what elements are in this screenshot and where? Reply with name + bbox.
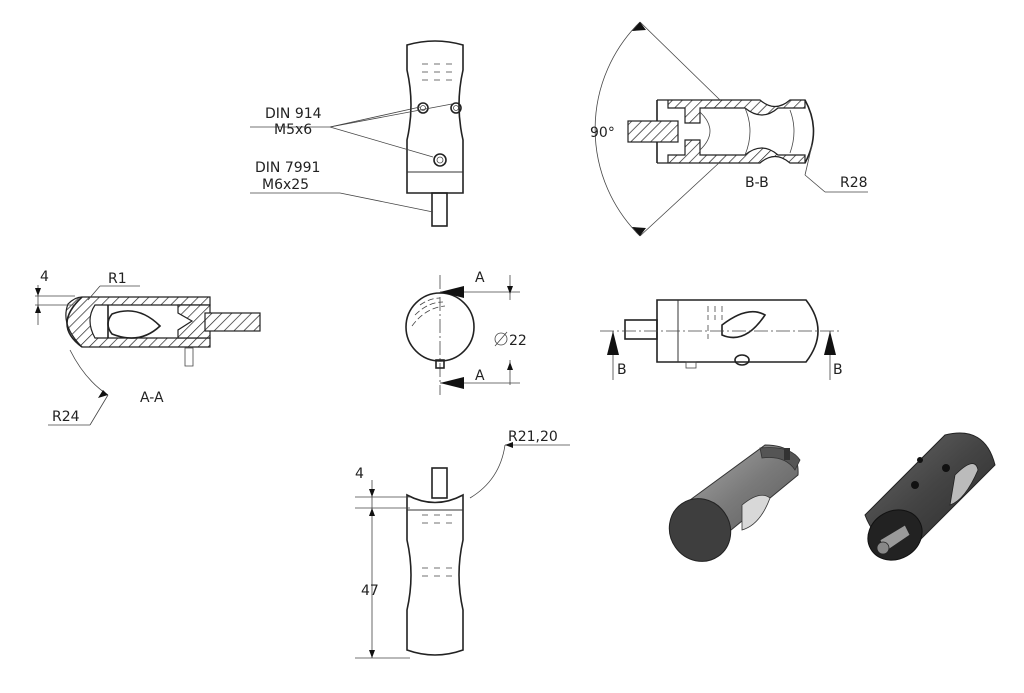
top-front-view — [250, 40, 464, 227]
din914-label-line2: M5x6 — [274, 122, 312, 138]
din7991-label-line2: M6x25 — [262, 177, 309, 193]
dim-4-left-label: 4 — [40, 269, 49, 285]
section-bb-title: B-B — [745, 175, 769, 191]
r1-label: R1 — [108, 271, 127, 287]
din914-label-line1: DIN 914 — [265, 106, 322, 122]
bottom-view — [355, 442, 570, 659]
angle-label: 90° — [590, 125, 615, 141]
dim-4-bottom-label: 4 — [355, 466, 364, 482]
arrow-b-right-label: B — [833, 362, 843, 378]
side-view — [600, 299, 840, 380]
iso-render-right — [864, 432, 996, 561]
dim-47-label: 47 — [361, 583, 379, 599]
din7991-label-line1: DIN 7991 — [255, 160, 320, 176]
end-view — [405, 275, 520, 395]
r28-label: R28 — [840, 175, 868, 191]
arrow-b-left-label: B — [617, 362, 627, 378]
r24-label: R24 — [52, 409, 80, 425]
arrow-a-bottom-label: A — [475, 368, 485, 384]
section-aa-title: A-A — [140, 390, 164, 406]
iso-render-left — [668, 444, 801, 562]
arrow-a-top-label: A — [475, 270, 485, 286]
r21-20-label: R21,20 — [508, 429, 558, 445]
diameter-label: 22 — [509, 333, 527, 349]
section-bb-view — [594, 21, 868, 237]
section-aa-view — [35, 285, 261, 426]
